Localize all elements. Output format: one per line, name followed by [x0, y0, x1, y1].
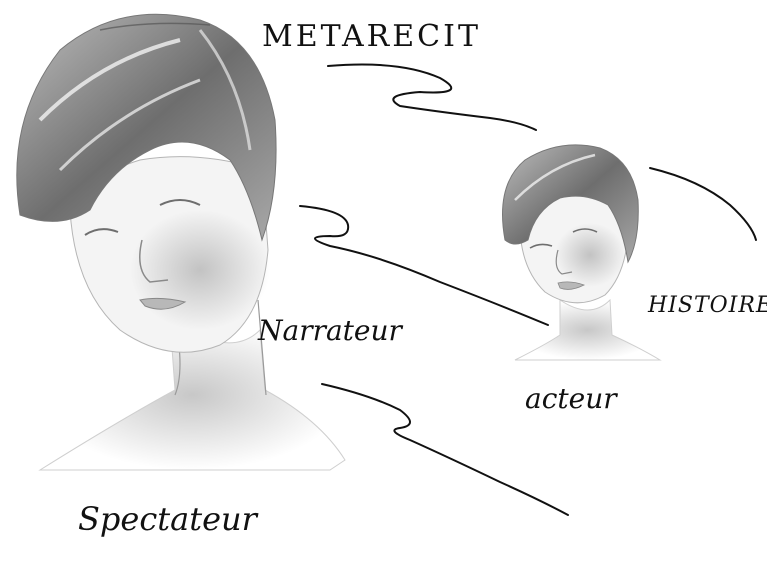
large-portrait-figure — [17, 14, 345, 470]
metarecit-connector — [328, 65, 536, 131]
spectateur-label: Spectateur — [78, 500, 259, 538]
acteur-label: acteur — [525, 382, 618, 415]
connector-strokes — [300, 65, 756, 516]
histoire-label: HISTOIRE — [647, 293, 767, 318]
narrateur-label: Narrateur — [257, 314, 404, 347]
small-portrait-figure — [503, 145, 661, 360]
histoire-connector — [650, 168, 756, 240]
metarecit-label: METARECIT — [262, 19, 481, 54]
